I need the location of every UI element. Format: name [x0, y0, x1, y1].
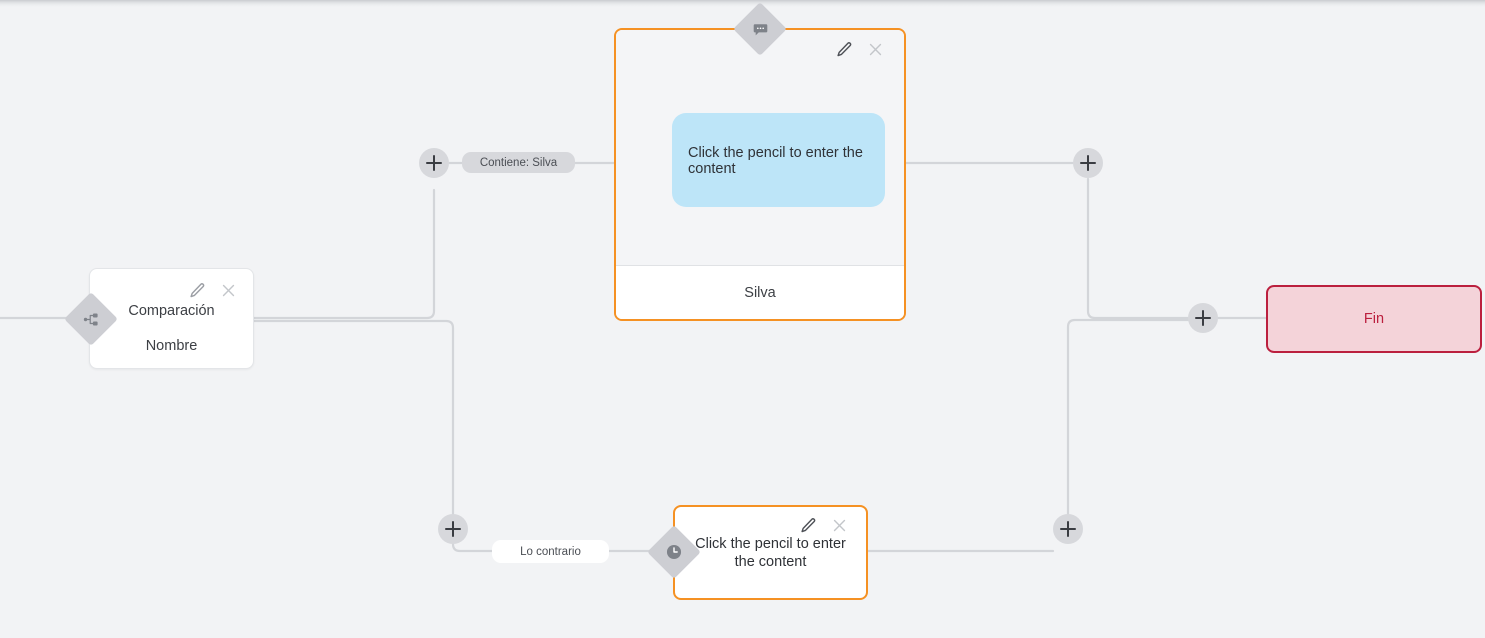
branch-icon	[72, 300, 110, 338]
chat-bubble-icon	[741, 10, 779, 48]
comparison-node-title: Comparación	[128, 303, 215, 319]
pencil-icon[interactable]	[189, 282, 206, 299]
end-node[interactable]: Fin	[1266, 285, 1482, 353]
add-node-button-after-message[interactable]	[1073, 148, 1103, 178]
edge-false-branch	[252, 319, 455, 517]
comparison-node-actions	[189, 282, 237, 299]
message-node[interactable]: Click the pencil to enter the content Si…	[614, 28, 906, 321]
delay-node[interactable]: Click the pencil to enter the content	[673, 505, 868, 600]
add-node-button-after-delay[interactable]	[1053, 514, 1083, 544]
clock-icon	[655, 533, 693, 571]
add-node-button-false-branch[interactable]	[438, 514, 468, 544]
message-node-actions	[836, 41, 884, 58]
pencil-icon[interactable]	[800, 517, 817, 534]
message-node-body: Click the pencil to enter the content	[616, 30, 904, 266]
message-bubble: Click the pencil to enter the content	[672, 113, 885, 207]
message-node-footer: Silva	[616, 265, 904, 319]
close-icon[interactable]	[220, 282, 237, 299]
edge-upper-merge	[1086, 177, 1190, 320]
delay-node-actions	[800, 517, 848, 534]
close-icon[interactable]	[867, 41, 884, 58]
close-icon[interactable]	[831, 517, 848, 534]
edge-label-otherwise[interactable]: Lo contrario	[492, 540, 609, 563]
pencil-icon[interactable]	[836, 41, 853, 58]
edge-label-contains[interactable]: Contiene: Silva	[462, 152, 575, 173]
edge-plus-to-otherwise-label	[451, 542, 494, 553]
comparison-node-subtitle: Nombre	[145, 337, 198, 354]
add-node-button-before-end[interactable]	[1188, 303, 1218, 333]
add-node-button-true-branch[interactable]	[419, 148, 449, 178]
edge-lower-merge	[1066, 318, 1190, 516]
delay-node-text: Click the pencil to enter the content	[695, 536, 846, 570]
edge-true-branch	[252, 188, 436, 320]
